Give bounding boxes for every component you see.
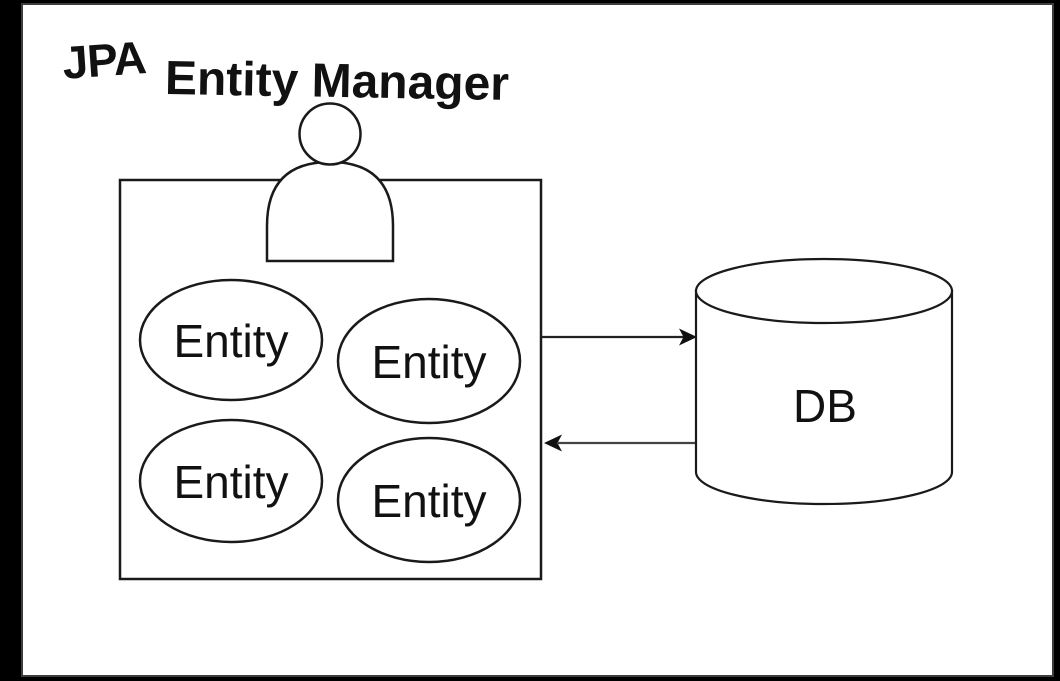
db-cylinder-top [694, 257, 954, 325]
arrow-to-db [542, 328, 697, 346]
arrow-from-db-head [544, 434, 562, 452]
arrow-from-db [544, 434, 697, 452]
entity-ellipse [336, 297, 522, 425]
jpa-label: JPA [61, 31, 148, 89]
db-cylinder-body [694, 289, 954, 506]
person-icon [265, 102, 395, 263]
entity-label: Entity [371, 336, 486, 388]
db-label: DB [793, 380, 857, 432]
diagram-title: Entity Manager [165, 52, 510, 111]
entity-label: Entity [173, 315, 288, 367]
entity-ellipse [138, 278, 324, 402]
entity-ellipse [336, 436, 522, 564]
entity-ellipse [138, 418, 324, 544]
person-head [298, 102, 362, 166]
entity-label: Entity [173, 456, 288, 508]
entity-label: Entity [371, 475, 486, 527]
db-cylinder: DB [694, 257, 954, 506]
arrow-to-db-head [679, 328, 697, 346]
entity-group: Entity Entity Entity Entity [138, 278, 522, 564]
person-body [265, 160, 395, 263]
